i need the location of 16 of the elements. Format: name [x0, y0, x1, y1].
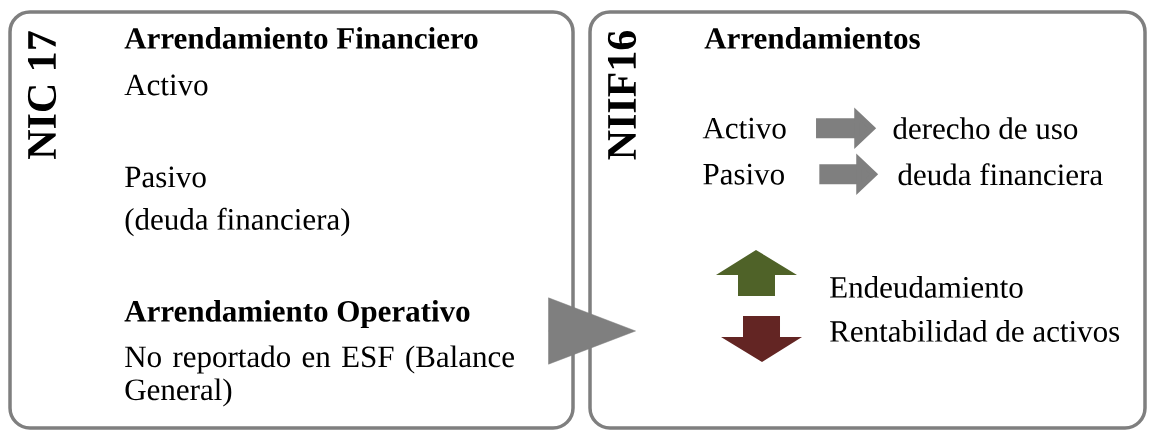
indicator-label: Rentabilidad de activos [830, 320, 1120, 342]
section-heading: Arrendamiento Financiero [124, 27, 478, 49]
section-heading: Arrendamientos [704, 27, 920, 49]
panel-heading: NIC 17 [27, 31, 57, 159]
block-arrow [548, 297, 636, 365]
body-text: No reportado en ESF (Balance General) [125, 345, 514, 407]
term-text: Pasivo [703, 163, 784, 185]
term-text: derecho de uso [893, 117, 1078, 140]
section-heading: Arrendamiento Operativo [124, 299, 470, 329]
body-text: Activo [124, 74, 208, 96]
indicator-label: Endeudamiento [830, 276, 1023, 298]
body-text: Pasivo [125, 166, 206, 188]
term-text: Activo [702, 117, 786, 139]
term-text: deuda financiera [898, 163, 1103, 186]
panel-heading: NIIF16 [607, 30, 637, 160]
body-text: (deuda financiera) [125, 207, 350, 237]
